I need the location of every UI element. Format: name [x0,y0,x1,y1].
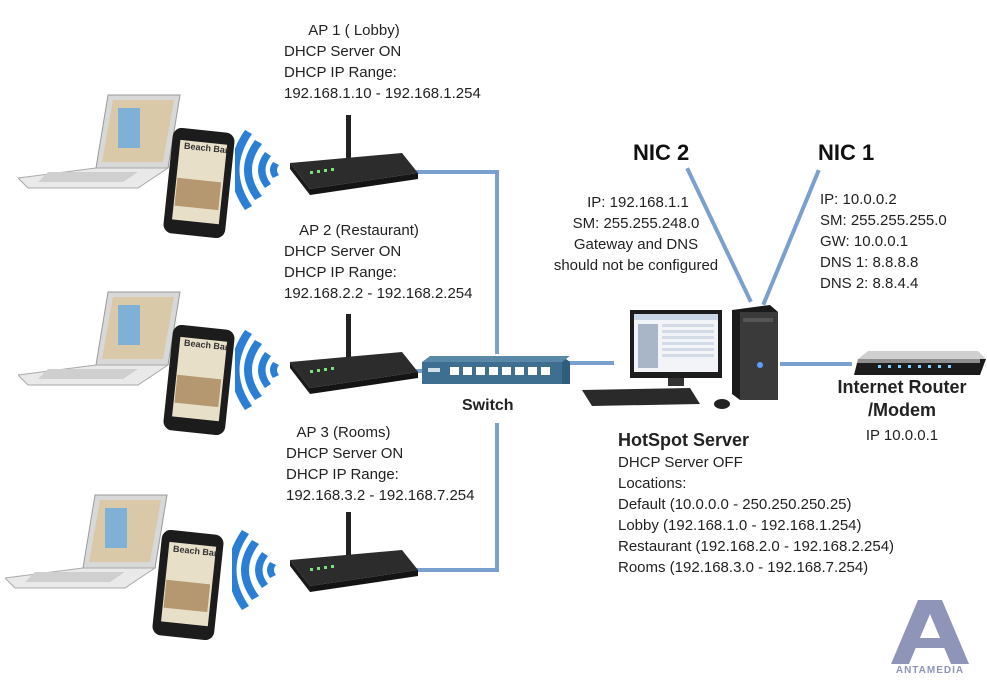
wire-ap3-switch [416,423,499,572]
wire-nic2 [685,167,753,303]
network-switch [422,350,572,395]
access-point-3 [290,512,420,597]
internet-router [848,345,987,390]
access-point-2 [290,314,420,399]
ap2-dhcp: DHCP Server ON [284,243,402,260]
ap3-title: AP 3 (Rooms) [296,424,391,441]
ap2-title: AP 2 (Restaurant) [299,222,419,239]
ap2-range: 192.168.2.2 - 192.168.2.254 [284,285,473,302]
phone-3 [152,529,227,647]
nic2-note-1: Gateway and DNS [573,236,699,253]
nic1-ip: IP: 10.0.0.2 [820,191,897,208]
ap1-dhcp: DHCP Server ON [284,43,402,60]
nic1-info: IP: 10.0.0.2 SM: 255.255.255.0 GW: 10.0.… [820,189,947,294]
laptop-2 [16,287,188,392]
phone-2 [163,324,238,442]
logo-text: ANTAMEDIA [895,665,965,676]
ap3-range-label: DHCP IP Range: [286,466,399,483]
router-title-line1: Internet Router [837,377,967,397]
ap1-info: AP 1 ( Lobby) DHCP Server ON DHCP IP Ran… [284,20,481,104]
wifi-icon-2 [231,330,285,415]
ap3-info: AP 3 (Rooms) DHCP Server ON DHCP IP Rang… [286,422,475,506]
nic1-dns2: DNS 2: 8.8.4.4 [820,275,919,292]
nic2-note-2: should not be configured [553,257,719,274]
wire-ap1-switch [416,170,499,354]
laptop-1 [16,90,188,195]
ap1-range: 192.168.1.10 - 192.168.1.254 [284,85,481,102]
phone-1 [163,127,238,245]
access-point-1 [290,115,420,200]
nic2-ip: IP: 192.168.1.1 [587,194,689,211]
ap2-info: AP 2 (Restaurant) DHCP Server ON DHCP IP… [284,220,473,304]
ap1-range-label: DHCP IP Range: [284,64,397,81]
server-location-item: Restaurant (192.168.2.0 - 192.168.2.254) [618,538,895,555]
antamedia-logo: ANTAMEDIA [885,598,975,676]
ap2-range-label: DHCP IP Range: [284,264,397,281]
router-ip: IP 10.0.0.1 [865,427,939,444]
server-location-item: Rooms (192.168.3.0 - 192.168.7.254) [618,559,869,576]
server-computer [580,300,785,420]
switch-label: Switch [462,397,514,414]
server-location-item: Default (10.0.0.0 - 250.250.250.25) [618,496,852,513]
nic2-title: NIC 2 [633,140,690,165]
nic1-dns1: DNS 1: 8.8.8.8 [820,254,919,271]
logo-mark-icon [891,600,969,664]
ap3-range: 192.168.3.2 - 192.168.7.254 [286,487,475,504]
ap1-title: AP 1 ( Lobby) [308,22,400,39]
server-location-item: Lobby (192.168.1.0 - 192.168.1.254) [618,517,862,534]
router-title-line2: /Modem [867,400,936,420]
server-title: HotSpot Server [618,430,750,450]
wifi-icon-1 [231,130,285,215]
server-dhcp: DHCP Server OFF [618,454,743,471]
nic2-info: IP: 192.168.1.1 SM: 255.255.248.0 Gatewa… [541,192,741,276]
nic1-sm: SM: 255.255.255.0 [820,212,947,229]
server-info: HotSpot Server DHCP Server OFF Locations… [618,428,894,578]
laptop-3 [3,490,175,595]
server-locations-label: Locations: [618,475,687,492]
wifi-icon-3 [228,530,282,615]
nic2-sm: SM: 255.255.248.0 [572,215,700,232]
nic1-gw: GW: 10.0.0.1 [820,233,909,250]
nic1-title: NIC 1 [818,140,875,165]
ap3-dhcp: DHCP Server ON [286,445,404,462]
router-info: Internet Router /Modem IP 10.0.0.1 [817,376,987,446]
wire-nic1 [761,169,821,306]
